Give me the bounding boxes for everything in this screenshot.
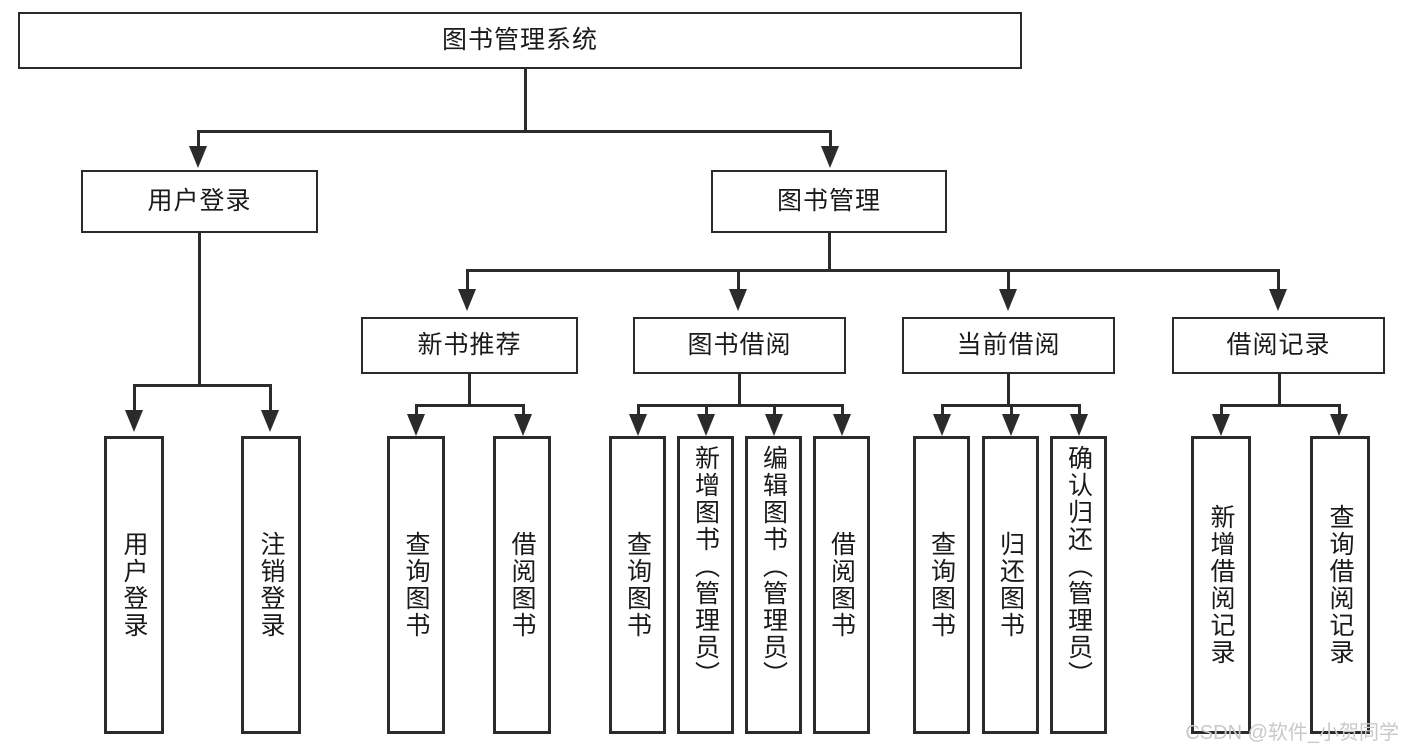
leaf-label: 借阅图书 [508,531,536,639]
connector-record-stem [1278,374,1281,406]
node-book-management[interactable]: 图书管理 [711,170,947,233]
connector-borrow-stem [738,374,741,406]
leaf-return-book[interactable]: 归还图书 [982,436,1039,734]
connector-book-mgmt-drop-1 [466,269,469,291]
connector-recommend-stem [468,374,471,406]
connector-borrow-drop-3 [773,404,776,416]
leaf-label: 查询图书 [927,531,956,639]
connector-book-mgmt-drop-2 [737,269,740,291]
arrowhead-new-book-recommend [458,289,476,311]
connector-book-mgmt-stem [828,233,831,271]
connector-record-drop-2 [1338,404,1341,416]
leaf-query-book-borrow[interactable]: 查询图书 [609,436,666,734]
connector-root-to-book-mgmt [829,130,832,148]
leaf-confirm-return-admin[interactable]: 确认归还（管理员） [1050,436,1107,734]
node-label: 图书管理 [776,186,881,215]
leaf-label: 查询图书 [402,531,430,639]
connector-user-login-bar [133,384,271,387]
leaf-query-borrow-record[interactable]: 查询借阅记录 [1310,436,1370,734]
leaf-label: 新增借阅记录 [1207,504,1235,666]
connector-borrow-drop-2 [705,404,708,416]
arrowhead-root-to-user-login [189,146,207,168]
node-label: 图书借阅 [687,330,792,359]
arrowhead-root-to-book-mgmt [821,146,839,168]
node-borrow-record[interactable]: 借阅记录 [1172,317,1385,374]
leaf-query-book-current[interactable]: 查询图书 [913,436,970,734]
node-label: 图书管理系统 [441,25,598,54]
connector-current-drop-2 [1010,404,1013,416]
leaf-label: 确认归还（管理员） [1064,445,1093,688]
arrowhead-leaf-add-record [1212,414,1230,436]
connector-user-login-drop-1 [133,384,136,412]
node-root-system[interactable]: 图书管理系统 [18,12,1022,69]
arrowhead-leaf-return-book [1002,414,1020,436]
leaf-label: 查询借阅记录 [1326,504,1354,666]
connector-book-mgmt-drop-3 [1007,269,1010,291]
leaf-label: 归还图书 [996,531,1025,639]
connector-borrow-drop-1 [637,404,640,416]
connector-user-login-stem [198,233,201,385]
node-label: 借阅记录 [1226,330,1331,359]
arrowhead-borrow-record [1269,289,1287,311]
connector-borrow-drop-4 [841,404,844,416]
arrowhead-current-borrow [999,289,1017,311]
leaf-label: 注销登录 [257,531,285,639]
connector-borrow-bar [637,404,843,407]
arrowhead-leaf-borrow-book-2 [833,414,851,436]
connector-record-bar [1220,404,1340,407]
connector-book-mgmt-bar [466,269,1279,272]
connector-root-to-user-login [197,130,200,148]
connector-current-stem [1007,374,1010,406]
arrowhead-leaf-query-record [1330,414,1348,436]
connector-recommend-bar [415,404,525,407]
node-current-borrow[interactable]: 当前借阅 [902,317,1115,374]
leaf-edit-book-admin[interactable]: 编辑图书（管理员） [745,436,802,734]
node-book-borrow[interactable]: 图书借阅 [633,317,846,374]
arrowhead-leaf-query-book-1 [407,414,425,436]
connector-recommend-drop-2 [522,404,525,416]
arrowhead-book-borrow [729,289,747,311]
leaf-query-book-recommend[interactable]: 查询图书 [387,436,445,734]
leaf-label: 用户登录 [120,531,148,639]
arrowhead-leaf-borrow-book-1 [514,414,532,436]
leaf-logout[interactable]: 注销登录 [241,436,301,734]
connector-recommend-drop-1 [415,404,418,416]
arrowhead-leaf-query-book-2 [629,414,647,436]
node-user-login[interactable]: 用户登录 [81,170,318,233]
leaf-label: 编辑图书（管理员） [759,445,788,688]
connector-user-login-drop-2 [269,384,272,412]
connector-root-stem [524,69,527,131]
connector-root-bar [197,130,831,133]
leaf-add-borrow-record[interactable]: 新增借阅记录 [1191,436,1251,734]
arrowhead-leaf-logout [261,410,279,432]
leaf-label: 新增图书（管理员） [691,445,720,688]
node-label: 当前借阅 [956,330,1061,359]
node-new-book-recommend[interactable]: 新书推荐 [361,317,578,374]
leaf-borrow-book[interactable]: 借阅图书 [813,436,870,734]
leaf-label: 借阅图书 [827,531,856,639]
leaf-user-login[interactable]: 用户登录 [104,436,164,734]
arrowhead-leaf-add-book [697,414,715,436]
node-label: 新书推荐 [417,330,522,359]
leaf-label: 查询图书 [623,531,652,639]
arrowhead-leaf-user-login [125,410,143,432]
connector-current-drop-3 [1078,404,1081,416]
arrowhead-leaf-confirm-return [1070,414,1088,436]
leaf-borrow-book-recommend[interactable]: 借阅图书 [493,436,551,734]
node-label: 用户登录 [147,186,252,215]
arrowhead-leaf-edit-book [765,414,783,436]
arrowhead-leaf-query-book-3 [933,414,951,436]
connector-current-drop-1 [941,404,944,416]
connector-record-drop-1 [1220,404,1223,416]
leaf-add-book-admin[interactable]: 新增图书（管理员） [677,436,734,734]
connector-book-mgmt-drop-4 [1277,269,1280,291]
